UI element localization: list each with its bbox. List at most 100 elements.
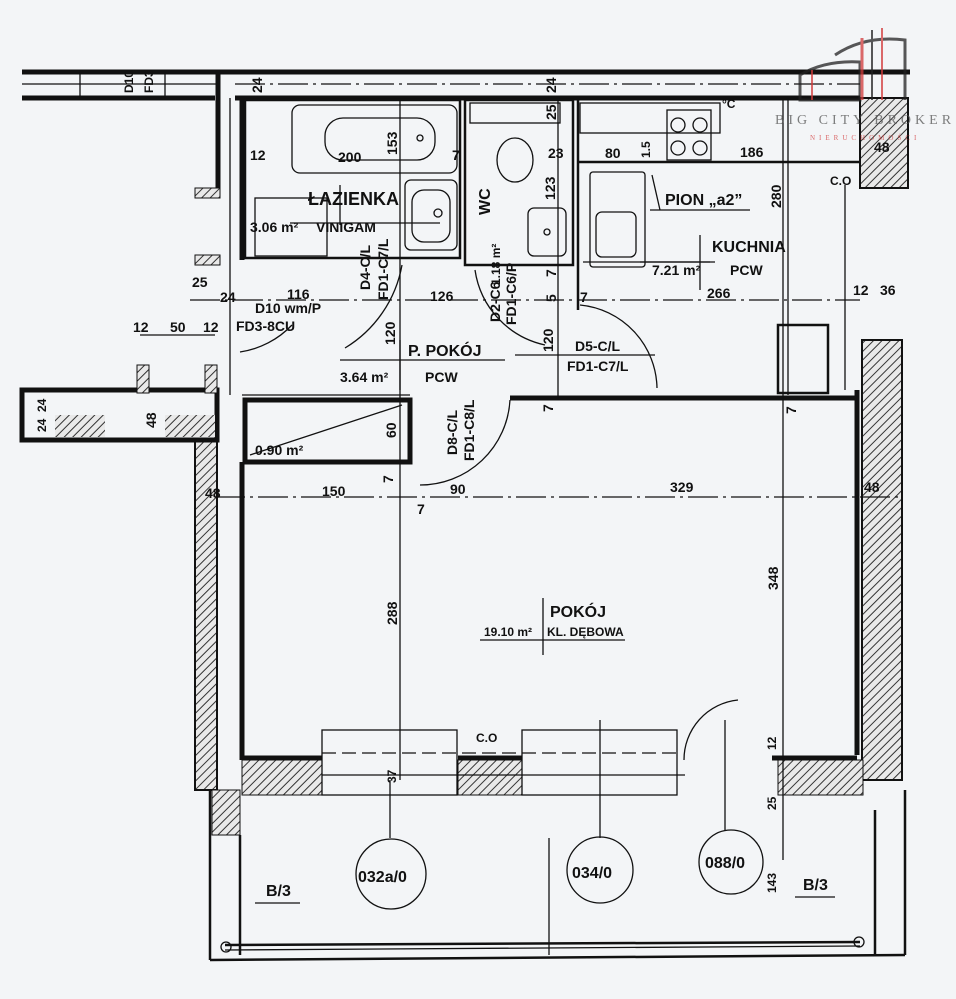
riser-label: PION „a2” bbox=[665, 192, 742, 209]
apartment-walls bbox=[19, 72, 909, 962]
dim-label: 120 bbox=[382, 321, 398, 345]
room-floor: PCW bbox=[425, 369, 458, 385]
dim-label: 200 bbox=[338, 149, 362, 165]
dim-label: 5 bbox=[543, 294, 559, 302]
dim-label: 48 bbox=[864, 479, 880, 495]
dim-label: 48 bbox=[143, 412, 159, 428]
dim-label: 80 bbox=[605, 145, 621, 161]
room-area: 3.64 m² bbox=[340, 369, 389, 385]
window-label: 032a/0 bbox=[358, 869, 407, 886]
thermometer-label: °C bbox=[722, 97, 736, 111]
room-area: 3.06 m² bbox=[250, 219, 299, 235]
dim-label: 24 bbox=[220, 289, 236, 305]
dim-label: 25 bbox=[543, 104, 559, 120]
window-marker-1 bbox=[355, 838, 427, 910]
window-label: 034/0 bbox=[572, 865, 612, 882]
window-marker-3 bbox=[698, 829, 764, 895]
co-label: C.O bbox=[830, 174, 851, 188]
door-code: D8-C/L bbox=[444, 409, 460, 455]
room-hall: P. POKÓJ 3.64 m² PCW bbox=[340, 341, 482, 385]
door-frame: FD1-C6/P bbox=[503, 263, 519, 325]
dim-label: 23 bbox=[548, 145, 564, 161]
room-name: KUCHNIA bbox=[712, 239, 786, 256]
door-frame: FD1-C7/L bbox=[375, 238, 391, 300]
top-door-frame: FD3 bbox=[142, 70, 156, 93]
dim-label: 153 bbox=[384, 131, 400, 155]
dim-label: 24 bbox=[35, 398, 49, 412]
dim-label: 150 bbox=[322, 483, 346, 499]
room-living: POKÓJ 19.10 m² KL. DĘBOWA bbox=[484, 602, 624, 639]
brand-watermark: BIG CITY BROKER NIERUCHOMOŚCI bbox=[775, 28, 955, 142]
dimension-labels: 24 24 12 200 153 7 23 25 80 1.5 186 280 … bbox=[35, 77, 896, 893]
room-name: POKÓJ bbox=[550, 602, 606, 621]
room-name: WC bbox=[477, 188, 494, 215]
dim-label: 266 bbox=[707, 285, 731, 301]
dim-label: 7 bbox=[540, 404, 556, 412]
dim-label: 123 bbox=[542, 176, 558, 200]
door-swings bbox=[239, 264, 739, 761]
dim-label: 60 bbox=[383, 422, 399, 438]
door-code: D4-C/L bbox=[357, 244, 373, 290]
room-closet: 0.90 m² bbox=[255, 442, 304, 458]
dim-label: 329 bbox=[670, 479, 694, 495]
dim-label: 116 bbox=[287, 286, 310, 302]
dim-label: 25 bbox=[765, 796, 779, 810]
dim-label: 36 bbox=[880, 282, 896, 298]
dim-label: 120 bbox=[540, 328, 556, 352]
brand-logo-icon bbox=[798, 28, 907, 102]
dim-label: 12 bbox=[250, 147, 266, 163]
dim-label: 348 bbox=[765, 566, 781, 590]
window-label: 088/0 bbox=[705, 855, 745, 872]
dim-label: 48 bbox=[205, 485, 221, 501]
door-frame: FD1-C8/L bbox=[461, 399, 477, 461]
window-marker-2 bbox=[566, 836, 634, 904]
brand-subtitle: NIERUCHOMOŚCI bbox=[810, 134, 920, 142]
dimension-lines bbox=[140, 100, 900, 860]
dim-label: 90 bbox=[450, 481, 466, 497]
room-floor: PCW bbox=[730, 262, 763, 278]
balcony-label-right: B/3 bbox=[803, 877, 828, 894]
dim-label: 50 bbox=[170, 319, 186, 335]
room-wc: WC 1.18 m² bbox=[477, 188, 503, 285]
dim-label: 12 bbox=[133, 319, 149, 335]
door-labels: D4-C/L FD1-C7/L D2-C6 FD1-C6/P D10 wm/P … bbox=[122, 70, 629, 461]
dim-label: 7 bbox=[417, 501, 425, 517]
dim-label: 288 bbox=[384, 601, 400, 625]
room-area: 0.90 m² bbox=[255, 442, 304, 458]
window-markers bbox=[355, 720, 764, 910]
dim-label: 1.5 bbox=[639, 141, 653, 158]
dim-label: 12 bbox=[765, 736, 779, 750]
dim-label: 12 bbox=[853, 282, 869, 298]
brand-name: BIG CITY BROKER bbox=[775, 113, 955, 128]
room-floor: KL. DĘBOWA bbox=[547, 625, 624, 639]
room-area: 1.18 m² bbox=[489, 244, 503, 285]
door-code: D10 wm/P bbox=[255, 300, 321, 316]
dim-label: 37 bbox=[385, 769, 399, 783]
dim-label: 7 bbox=[580, 289, 588, 305]
balcony-label-left: B/3 bbox=[266, 883, 291, 900]
dim-label: 48 bbox=[874, 139, 890, 155]
door-code: D5-C/L bbox=[575, 338, 621, 354]
corridor-walls bbox=[22, 69, 910, 101]
room-kitchen: KUCHNIA 7.21 m² PCW bbox=[652, 239, 786, 278]
dim-label: 12 bbox=[203, 319, 219, 335]
room-name: P. POKÓJ bbox=[408, 341, 482, 360]
dim-label: 143 bbox=[765, 873, 779, 893]
dim-label: 24 bbox=[543, 77, 559, 93]
room-area: 7.21 m² bbox=[652, 262, 701, 278]
dim-label: 24 bbox=[249, 77, 265, 93]
room-bathroom: ŁAZIENKA 3.06 m² VINIGAM bbox=[250, 189, 399, 235]
misc-labels: PION „a2” C.O C.O °C B/3 B/3 bbox=[255, 97, 851, 904]
co-label: C.O bbox=[476, 731, 497, 745]
room-name: ŁAZIENKA bbox=[308, 189, 399, 209]
dim-label: 7 bbox=[543, 269, 559, 277]
dim-label: 7 bbox=[380, 475, 396, 483]
dim-label: 280 bbox=[768, 184, 784, 208]
window-labels: 032a/0 034/0 088/0 bbox=[358, 855, 745, 886]
door-code: D2-C6 bbox=[487, 281, 503, 322]
dim-label: 7 bbox=[452, 147, 460, 163]
room-floor: VINIGAM bbox=[316, 219, 376, 235]
door-frame: FD1-C7/L bbox=[567, 358, 629, 374]
dim-label: 24 bbox=[35, 418, 49, 432]
